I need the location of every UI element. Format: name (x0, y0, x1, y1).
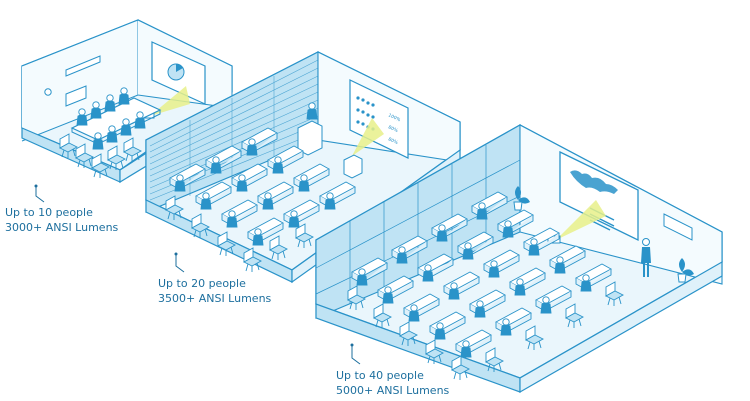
wall-frame-icon (663, 213, 693, 241)
room-large (315, 124, 723, 394)
world-map-icon (570, 170, 618, 194)
caption-leader-small (35, 186, 45, 203)
wall-chart-icon (65, 85, 87, 107)
projector-beam-medium (352, 118, 384, 156)
clock-icon (44, 88, 52, 96)
projector-beam-small (150, 86, 190, 116)
plant-icon (677, 258, 694, 283)
caption-small-lumens: 3000+ ANSI Lumens (5, 221, 119, 234)
presenter (641, 238, 651, 277)
caption-medium-capacity: Up to 20 people (158, 277, 246, 290)
room-small (21, 19, 233, 184)
plant-icon (513, 186, 530, 211)
screen-bar-label-3: 80% (387, 136, 399, 146)
caption-small-room: Up to 10 people 3000+ ANSI Lumens (5, 205, 118, 235)
caption-small-capacity: Up to 10 people (5, 206, 93, 219)
caption-medium-lumens: 3500+ ANSI Lumens (158, 292, 272, 305)
caption-large-lumens: 5000+ ANSI Lumens (336, 384, 450, 397)
caption-leader-medium (175, 254, 185, 273)
projector-beam-large (556, 200, 606, 240)
caption-medium-room: Up to 20 people 3500+ ANSI Lumens (158, 276, 271, 306)
screen-bar-label-1: 100% (387, 112, 402, 123)
projector-medium (343, 154, 363, 179)
screen-bar-label-2: 80% (387, 124, 399, 134)
caption-large-room: Up to 40 people 5000+ ANSI Lumens (336, 368, 449, 398)
air-conditioner-icon (65, 55, 101, 77)
caption-leader-large (351, 345, 361, 365)
caption-large-capacity: Up to 40 people (336, 369, 424, 382)
